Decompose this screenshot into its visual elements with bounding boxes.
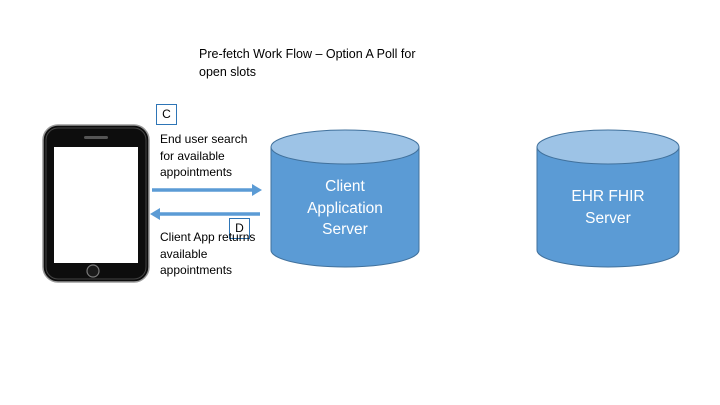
smartphone-icon xyxy=(42,124,150,283)
step-d-description: Client App returns available appointment… xyxy=(160,230,256,277)
step-c-badge: C xyxy=(156,104,177,125)
ehr-server-cylinder xyxy=(536,129,680,268)
request-arrow xyxy=(152,184,262,196)
response-arrow xyxy=(150,208,260,220)
client-server-label: Client Application Server xyxy=(307,178,383,238)
step-c-description: End user search for available appointmen… xyxy=(160,132,248,179)
client-server-cylinder xyxy=(270,129,420,268)
ehr-server-label: EHR FHIR Server xyxy=(571,188,645,227)
step-d-badge: D xyxy=(229,218,250,239)
diagram-title: Pre-fetch Work Flow – Option A Poll for … xyxy=(199,47,416,79)
